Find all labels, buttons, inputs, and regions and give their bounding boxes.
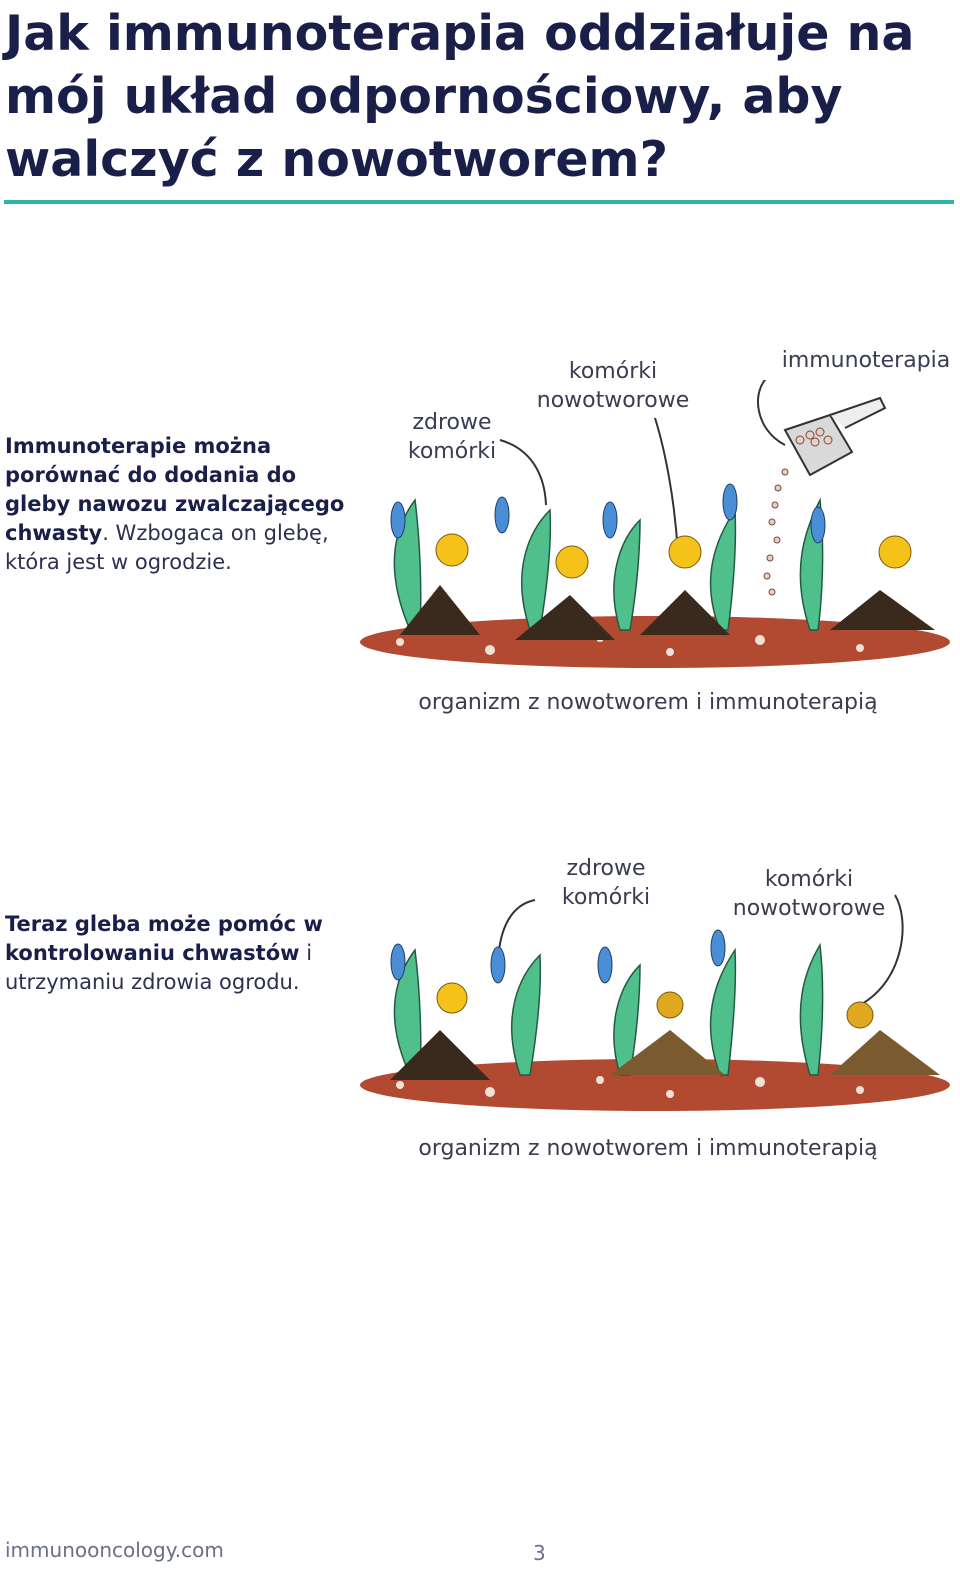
garden-illustration-2 — [360, 894, 950, 1111]
footer-url[interactable]: immunooncology.com — [5, 1538, 224, 1562]
label-cancer-cells-1: komórki nowotworowe — [536, 359, 690, 413]
page-number: 3 — [533, 1541, 546, 1565]
second-bold-text: Teraz gleba może pomóc w kontrolowaniu c… — [5, 912, 323, 965]
second-paragraph: Teraz gleba może pomóc w kontrolowaniu c… — [5, 910, 350, 997]
second-regular-text: i utrzymaniu zdrowia ogrodu. — [5, 941, 313, 994]
garden-illustration-1 — [360, 380, 950, 668]
page-title: Jak immunoterapia oddziałuje na mój ukła… — [5, 5, 915, 188]
intro-bold-text: Immunoterapie można porównać do dodania … — [5, 434, 345, 545]
label-cancer-cells-2: komórki nowotworowe — [732, 867, 886, 921]
label-healthy-cells-2: zdrowe komórki — [561, 856, 651, 910]
label-immunotherapy: immunoterapia — [781, 348, 951, 373]
label-healthy-cells-1: zdrowe komórki — [407, 410, 497, 464]
caption-1: organizm z nowotworem i immunoterapią — [418, 690, 878, 715]
intro-paragraph: Immunoterapie można porównać do dodania … — [5, 432, 350, 577]
intro-regular-text: . Wzbogaca on glebę, która jest w ogrodz… — [5, 521, 329, 574]
title-divider — [4, 200, 954, 204]
scoop-icon — [783, 396, 887, 477]
caption-2: organizm z nowotworem i immunoterapią — [418, 1136, 878, 1161]
